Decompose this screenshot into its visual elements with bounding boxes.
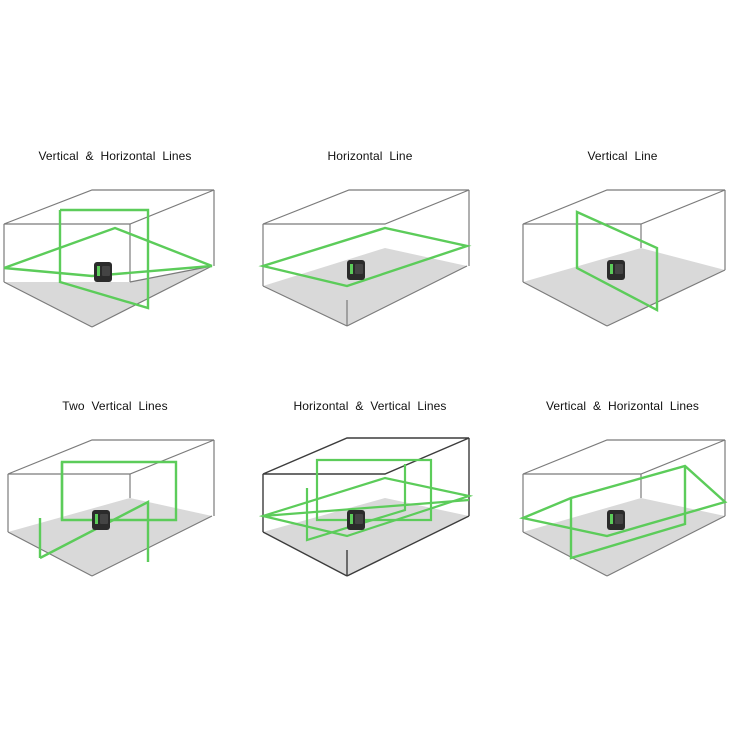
panel-horizontal: Horizontal Line xyxy=(255,140,485,340)
laser-level-icon xyxy=(347,260,365,280)
panel-vertical-horizontal-1: Vertical & Horizontal Lines xyxy=(0,140,230,340)
panel-caption: Horizontal & Vertical Lines xyxy=(293,399,447,413)
laser-level-icon xyxy=(607,510,625,530)
room-diagram xyxy=(522,189,726,327)
panel-vertical: Vertical Line xyxy=(515,140,730,340)
laser-level-icon xyxy=(94,262,112,282)
laser-level-icon xyxy=(347,510,365,530)
panel-vertical-horizontal-2: Vertical & Horizontal Lines xyxy=(515,390,730,590)
room-diagram xyxy=(7,439,215,577)
panel-cross-grid: Horizontal & Vertical Lines xyxy=(255,390,485,590)
room-diagram xyxy=(518,439,728,577)
panel-caption: Vertical & Horizontal Lines xyxy=(38,149,192,163)
panel-caption: Vertical & Horizontal Lines xyxy=(545,399,700,413)
panel-caption: Two Vertical Lines xyxy=(62,399,168,413)
panel-caption: Horizontal Line xyxy=(327,149,413,163)
laser-level-icon xyxy=(607,260,625,280)
panel-caption: Vertical Line xyxy=(587,149,658,163)
room-diagram xyxy=(258,437,474,577)
laser-level-icon xyxy=(92,510,110,530)
room-diagram xyxy=(258,189,472,327)
panel-two-vertical: Two Vertical Lines xyxy=(0,390,230,590)
room-diagram xyxy=(3,189,215,328)
